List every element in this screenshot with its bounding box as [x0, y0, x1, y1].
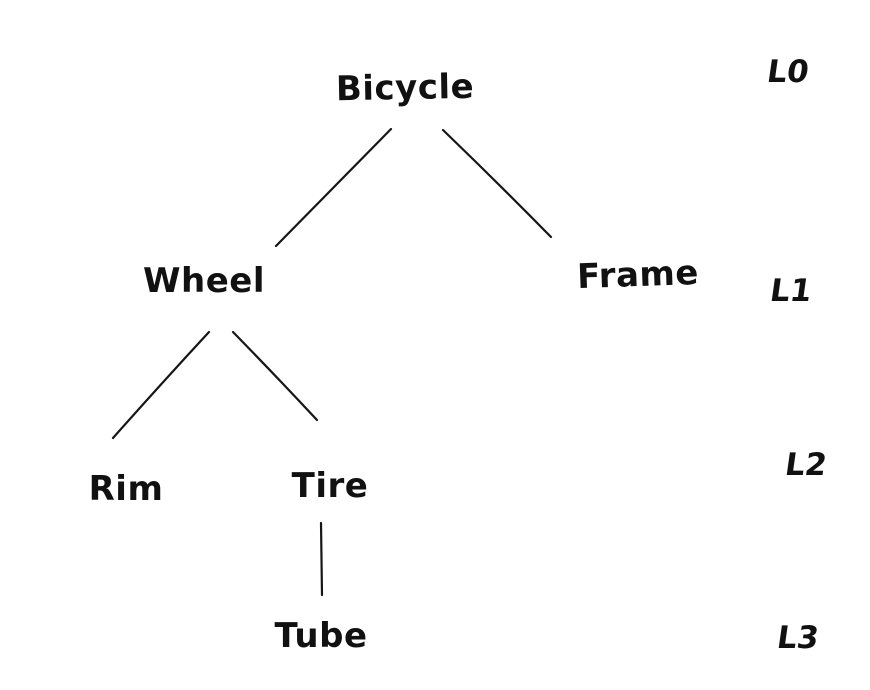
edge-wheel-rim [111, 330, 211, 440]
edge-tire-tube [319, 521, 324, 597]
level-label-l0: L0 [764, 54, 812, 90]
edge-bicycle-wheel [274, 127, 393, 248]
node-tube: Tube [274, 616, 368, 656]
level-label-l2: L2 [782, 447, 830, 483]
edge-wheel-tire [231, 330, 319, 422]
level-label-l1: L1 [767, 273, 815, 309]
node-bicycle: Bicycle [335, 66, 475, 110]
edge-bicycle-frame [441, 128, 553, 239]
node-rim: Rim [88, 469, 164, 509]
level-label-l3: L3 [774, 620, 822, 656]
node-wheel: Wheel [143, 261, 265, 301]
node-frame: Frame [576, 252, 700, 298]
node-tire: Tire [291, 466, 369, 506]
